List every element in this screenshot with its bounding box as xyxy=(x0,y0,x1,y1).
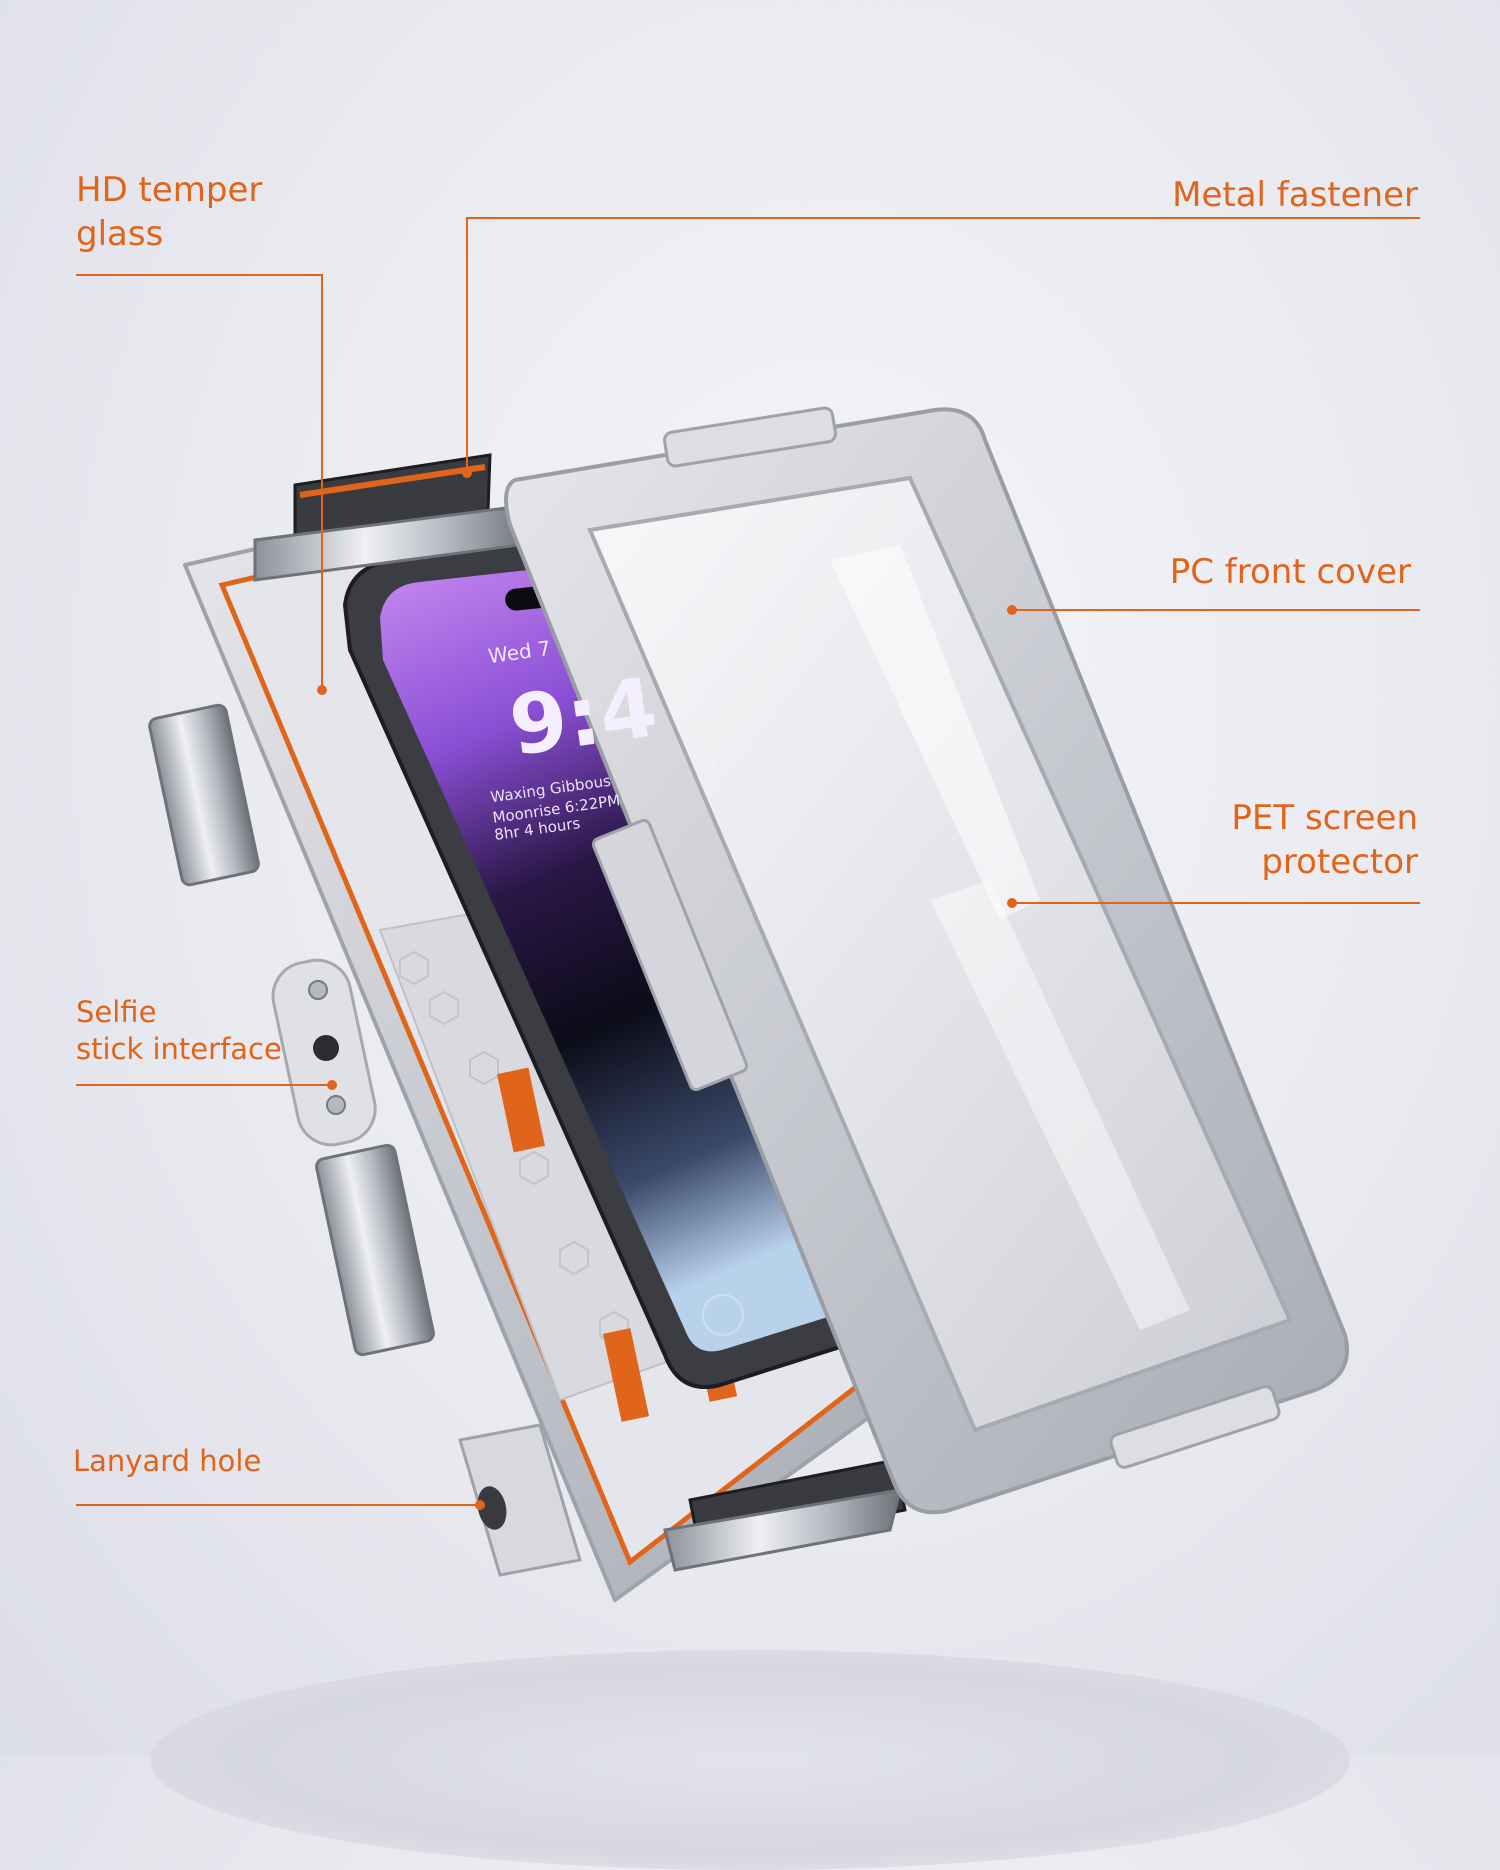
bottom-fastener xyxy=(663,1458,907,1572)
label-lanyard-text: Lanyard hole xyxy=(73,1444,262,1478)
label-selfie-line1: Selfie xyxy=(76,995,157,1029)
label-selfie-line2: stick interface xyxy=(76,1032,282,1066)
label-hd-line2: glass xyxy=(76,214,164,254)
side-clasp-upper xyxy=(148,703,260,887)
callout-dots xyxy=(317,468,1017,1510)
case-illustration xyxy=(76,217,1420,1602)
selfie-port xyxy=(271,958,377,1147)
label-pc-front-cover-text: PC front cover xyxy=(1169,552,1411,592)
lanyard-mount xyxy=(458,1423,582,1577)
label-metal-fastener-text: Metal fastener xyxy=(1172,175,1418,215)
label-pc-front-cover: PC front cover xyxy=(1170,550,1411,594)
label-pet-line2: protector xyxy=(1261,842,1418,882)
label-hd-temper-glass: HD temper glass xyxy=(76,168,262,256)
label-selfie-stick-interface: Selfie stick interface xyxy=(76,994,282,1068)
callout-lines xyxy=(76,217,1420,1506)
label-pet-screen-protector: PET screen protector xyxy=(1231,796,1418,884)
label-metal-fastener: Metal fastener xyxy=(1172,173,1418,217)
label-pet-line1: PET screen xyxy=(1231,798,1418,838)
label-lanyard-hole: Lanyard hole xyxy=(73,1443,261,1480)
front-cover xyxy=(504,406,1349,1515)
label-hd-line1: HD temper xyxy=(76,170,263,210)
side-clasp-lower xyxy=(315,1143,435,1357)
